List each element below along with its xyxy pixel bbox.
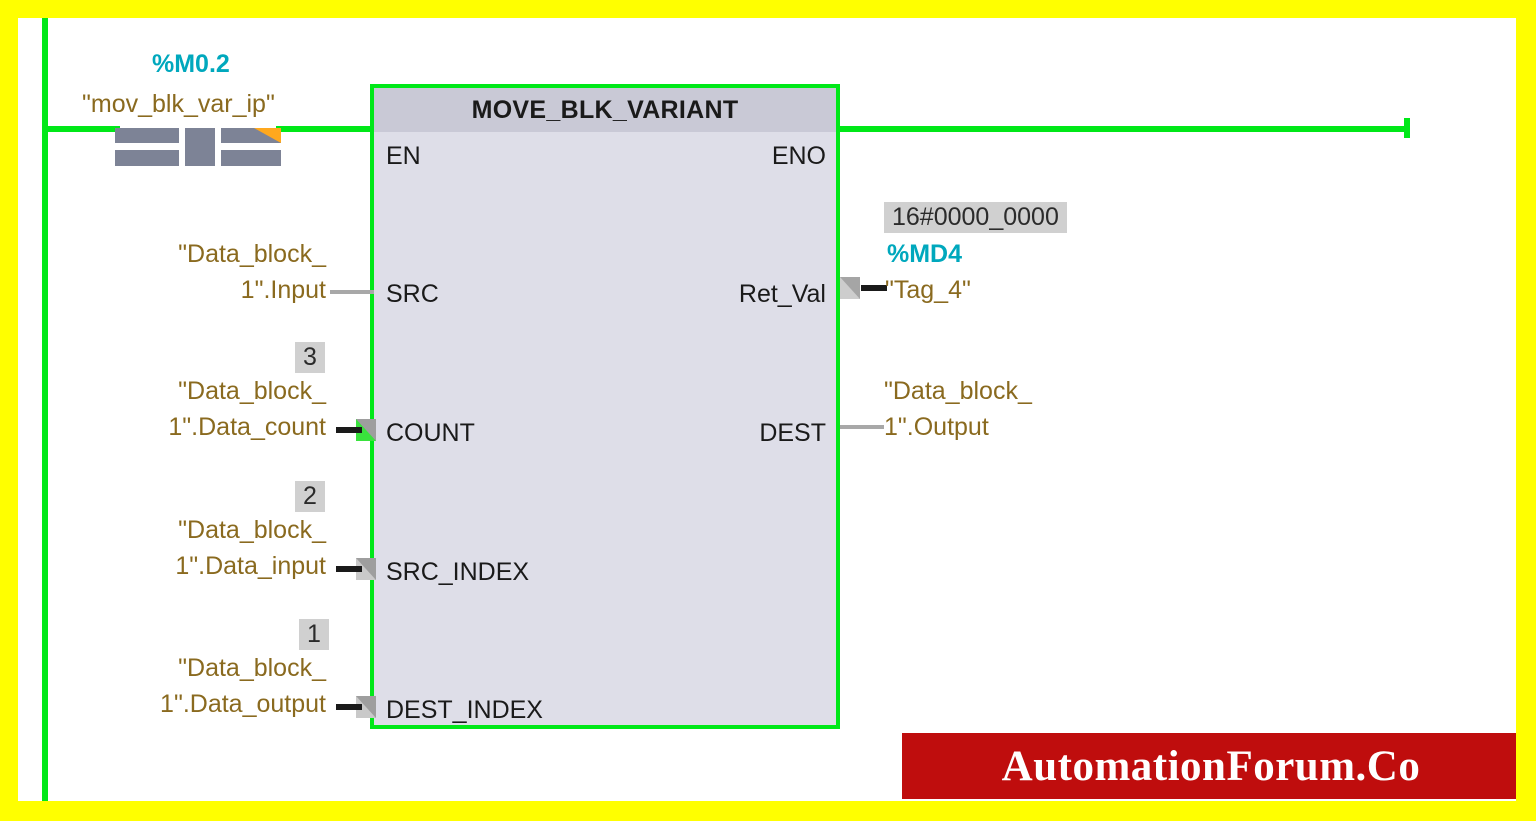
operand-count-line1[interactable]: "Data_block_ (178, 377, 326, 405)
wire-src-index (336, 566, 362, 572)
function-block-header: MOVE_BLK_VARIANT (374, 88, 836, 132)
value-badge-ret-val: 16#0000_0000 (884, 202, 1067, 233)
connector-triangle-icon (356, 558, 376, 580)
pin-label-dest-index: DEST_INDEX (386, 696, 543, 724)
connector-triangle-icon (840, 277, 860, 299)
operand-dest-index-line2[interactable]: 1".Data_output (160, 690, 326, 718)
function-block-title: MOVE_BLK_VARIANT (471, 95, 739, 124)
operand-count-line2[interactable]: 1".Data_count (168, 413, 326, 441)
operand-src-line2[interactable]: 1".Input (240, 276, 326, 304)
watermark-text: AutomationForum.Co (1001, 742, 1421, 790)
contact-seg-bottom-right (221, 150, 281, 166)
wire-src (330, 290, 374, 294)
pin-label-ret-val: Ret_Val (738, 280, 826, 308)
rung-wire-eno-out (838, 126, 1410, 132)
function-block-move-blk-variant[interactable]: MOVE_BLK_VARIANT EN ENO SRC COUNT SRC_IN… (370, 84, 840, 729)
rung-wire-contact-to-en (276, 126, 374, 132)
operand-dest-line1[interactable]: "Data_block_ (884, 377, 1032, 405)
value-badge-dest-index: 1 (299, 619, 329, 650)
pin-label-count: COUNT (386, 419, 475, 447)
wire-dest-index (336, 704, 362, 710)
rung-end-tick (1404, 118, 1410, 138)
value-badge-src-index: 2 (295, 481, 325, 512)
connector-src-index[interactable] (356, 558, 376, 580)
pin-label-en: EN (386, 142, 421, 170)
operand-src-index-line2[interactable]: 1".Data_input (175, 552, 326, 580)
pin-label-src: SRC (386, 280, 439, 308)
connector-dest-index[interactable] (356, 696, 376, 718)
power-rail-left (42, 18, 48, 801)
contact-address: %M0.2 (152, 50, 230, 78)
contact-seg-bottom-left (115, 150, 179, 166)
value-badge-count: 3 (295, 342, 325, 373)
connector-triangle-icon (356, 696, 376, 718)
watermark-banner: AutomationForum.Co (902, 733, 1516, 799)
rung-wire-rail-to-contact (42, 126, 120, 132)
wire-dest (840, 425, 884, 429)
contact-corner-marker-icon (254, 128, 281, 143)
address-ret-val: %MD4 (887, 240, 963, 268)
pin-label-dest: DEST (759, 419, 826, 447)
contact-operand[interactable]: "mov_blk_var_ip" (82, 90, 275, 118)
wire-ret-val (861, 285, 887, 291)
connector-triangle-icon (356, 419, 376, 441)
contact-empty-box-icon[interactable] (115, 128, 281, 166)
operand-src-line1[interactable]: "Data_block_ (178, 240, 326, 268)
connector-ret-val[interactable] (840, 277, 860, 299)
connector-count[interactable] (356, 419, 376, 441)
operand-ret-val[interactable]: "Tag_4" (885, 276, 971, 304)
operand-dest-line2[interactable]: 1".Output (884, 413, 989, 441)
pin-label-src-index: SRC_INDEX (386, 558, 530, 586)
operand-dest-index-line1[interactable]: "Data_block_ (178, 654, 326, 682)
contact-seg-middle (185, 128, 215, 166)
contact-seg-top-left (115, 128, 179, 143)
operand-src-index-line1[interactable]: "Data_block_ (178, 516, 326, 544)
pin-label-eno: ENO (771, 142, 826, 170)
wire-count (336, 427, 362, 433)
